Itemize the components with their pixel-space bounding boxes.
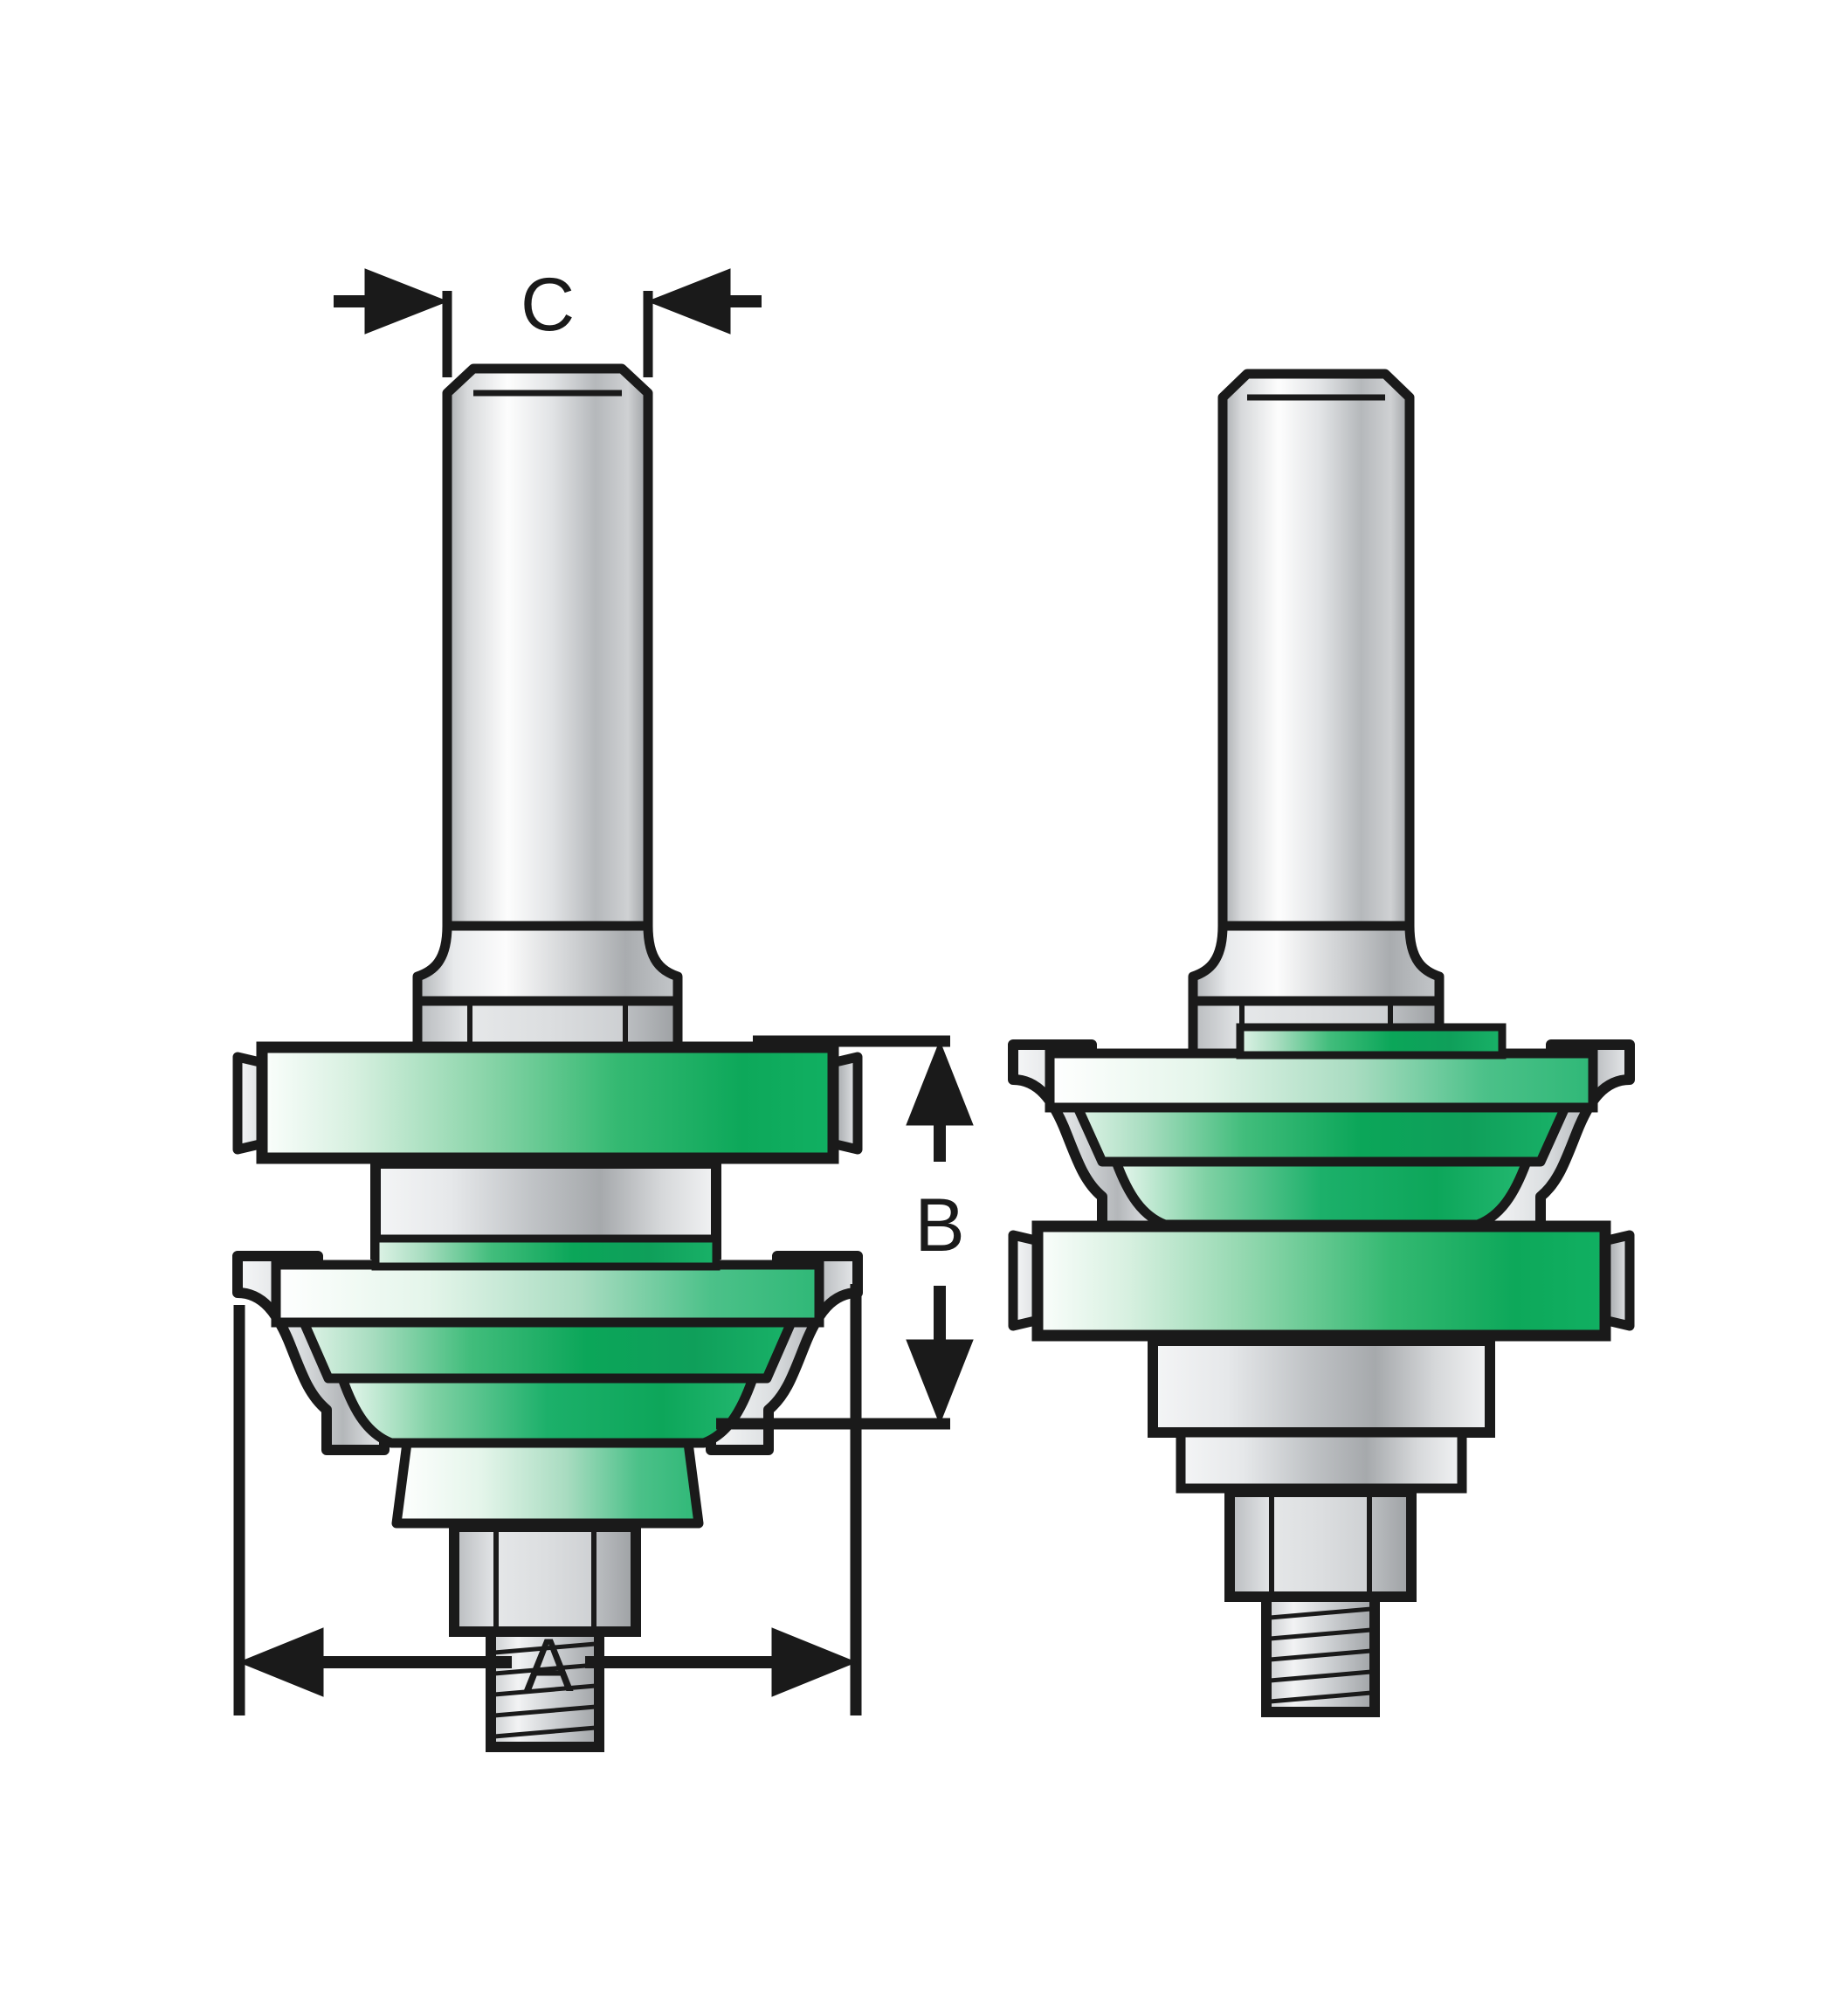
right-bit-stud-threads <box>1269 1606 1372 1704</box>
right-bit-profile-carbide-tier3 <box>1111 1156 1532 1230</box>
left-bit-hex-nut-facet-right <box>594 1527 636 1632</box>
dimension-c-arrowhead-right <box>646 268 731 335</box>
dimension-c-arrowhead-left <box>364 268 449 335</box>
left-bit-slot-carbide <box>256 1041 839 1164</box>
right-bit-profile-carbide-tier1 <box>1045 1048 1598 1113</box>
right-bit-slot-cutter <box>1008 1220 1635 1342</box>
left-bit-stud-threads <box>493 1641 596 1739</box>
left-bit-hex-nut <box>449 1522 641 1637</box>
dimension-a-arrowhead-right <box>771 1627 858 1697</box>
dimension-a-group <box>233 1284 862 1715</box>
right-bit-slot-carbide <box>1031 1220 1611 1342</box>
left-bit-profile-carbide-tier3 <box>337 1373 758 1448</box>
right-bit-spacer-collar <box>1148 1336 1495 1438</box>
dimension-b-label: B <box>914 1184 964 1267</box>
left-bit <box>232 363 863 1752</box>
dimension-c-label: C <box>521 263 575 347</box>
left-bit-hex-nut-facet-left <box>454 1527 496 1632</box>
left-bit-slot-cutter <box>232 1041 863 1164</box>
right-bit-hex-nut-facet-right <box>1369 1492 1411 1597</box>
dimension-b-arrowhead-down <box>906 1339 974 1425</box>
dimension-a-label: A <box>523 1624 574 1708</box>
left-bit-profile-carbide-cap <box>371 1234 721 1271</box>
left-bit-profile-carbide-tier4 <box>391 1438 704 1529</box>
right-bit-threaded-stud <box>1261 1591 1380 1717</box>
right-bit-hex-nut <box>1224 1487 1417 1602</box>
right-bit-hex-nut-outline <box>1224 1487 1417 1602</box>
right-bit-hex-nut-facet-left <box>1230 1492 1272 1597</box>
left-bit-profile-carbide-tier2 <box>299 1317 796 1384</box>
right-bit-profile-carbide-cap <box>1236 1023 1507 1060</box>
right-bit-under-collar <box>1176 1427 1467 1494</box>
right-bit-shank <box>1217 369 1415 954</box>
right-bit-shank-neck <box>1188 921 1445 1006</box>
left-bit-shank <box>442 363 653 954</box>
dimension-c-group <box>334 268 762 377</box>
left-bit-threaded-stud <box>486 1626 604 1752</box>
dimension-b-arrowhead-up <box>906 1039 974 1126</box>
dimension-b-group <box>716 1035 974 1430</box>
left-bit-profile-cutter <box>232 1234 863 1529</box>
left-bit-shank-neck <box>412 921 683 1006</box>
left-bit-profile-carbide-tier1 <box>271 1260 824 1328</box>
right-bit-profile-carbide-tier2 <box>1072 1102 1570 1167</box>
left-bit-hex-nut-outline <box>449 1522 641 1637</box>
right-bit <box>1008 369 1635 1717</box>
dimension-a-arrowhead-left <box>238 1627 324 1697</box>
